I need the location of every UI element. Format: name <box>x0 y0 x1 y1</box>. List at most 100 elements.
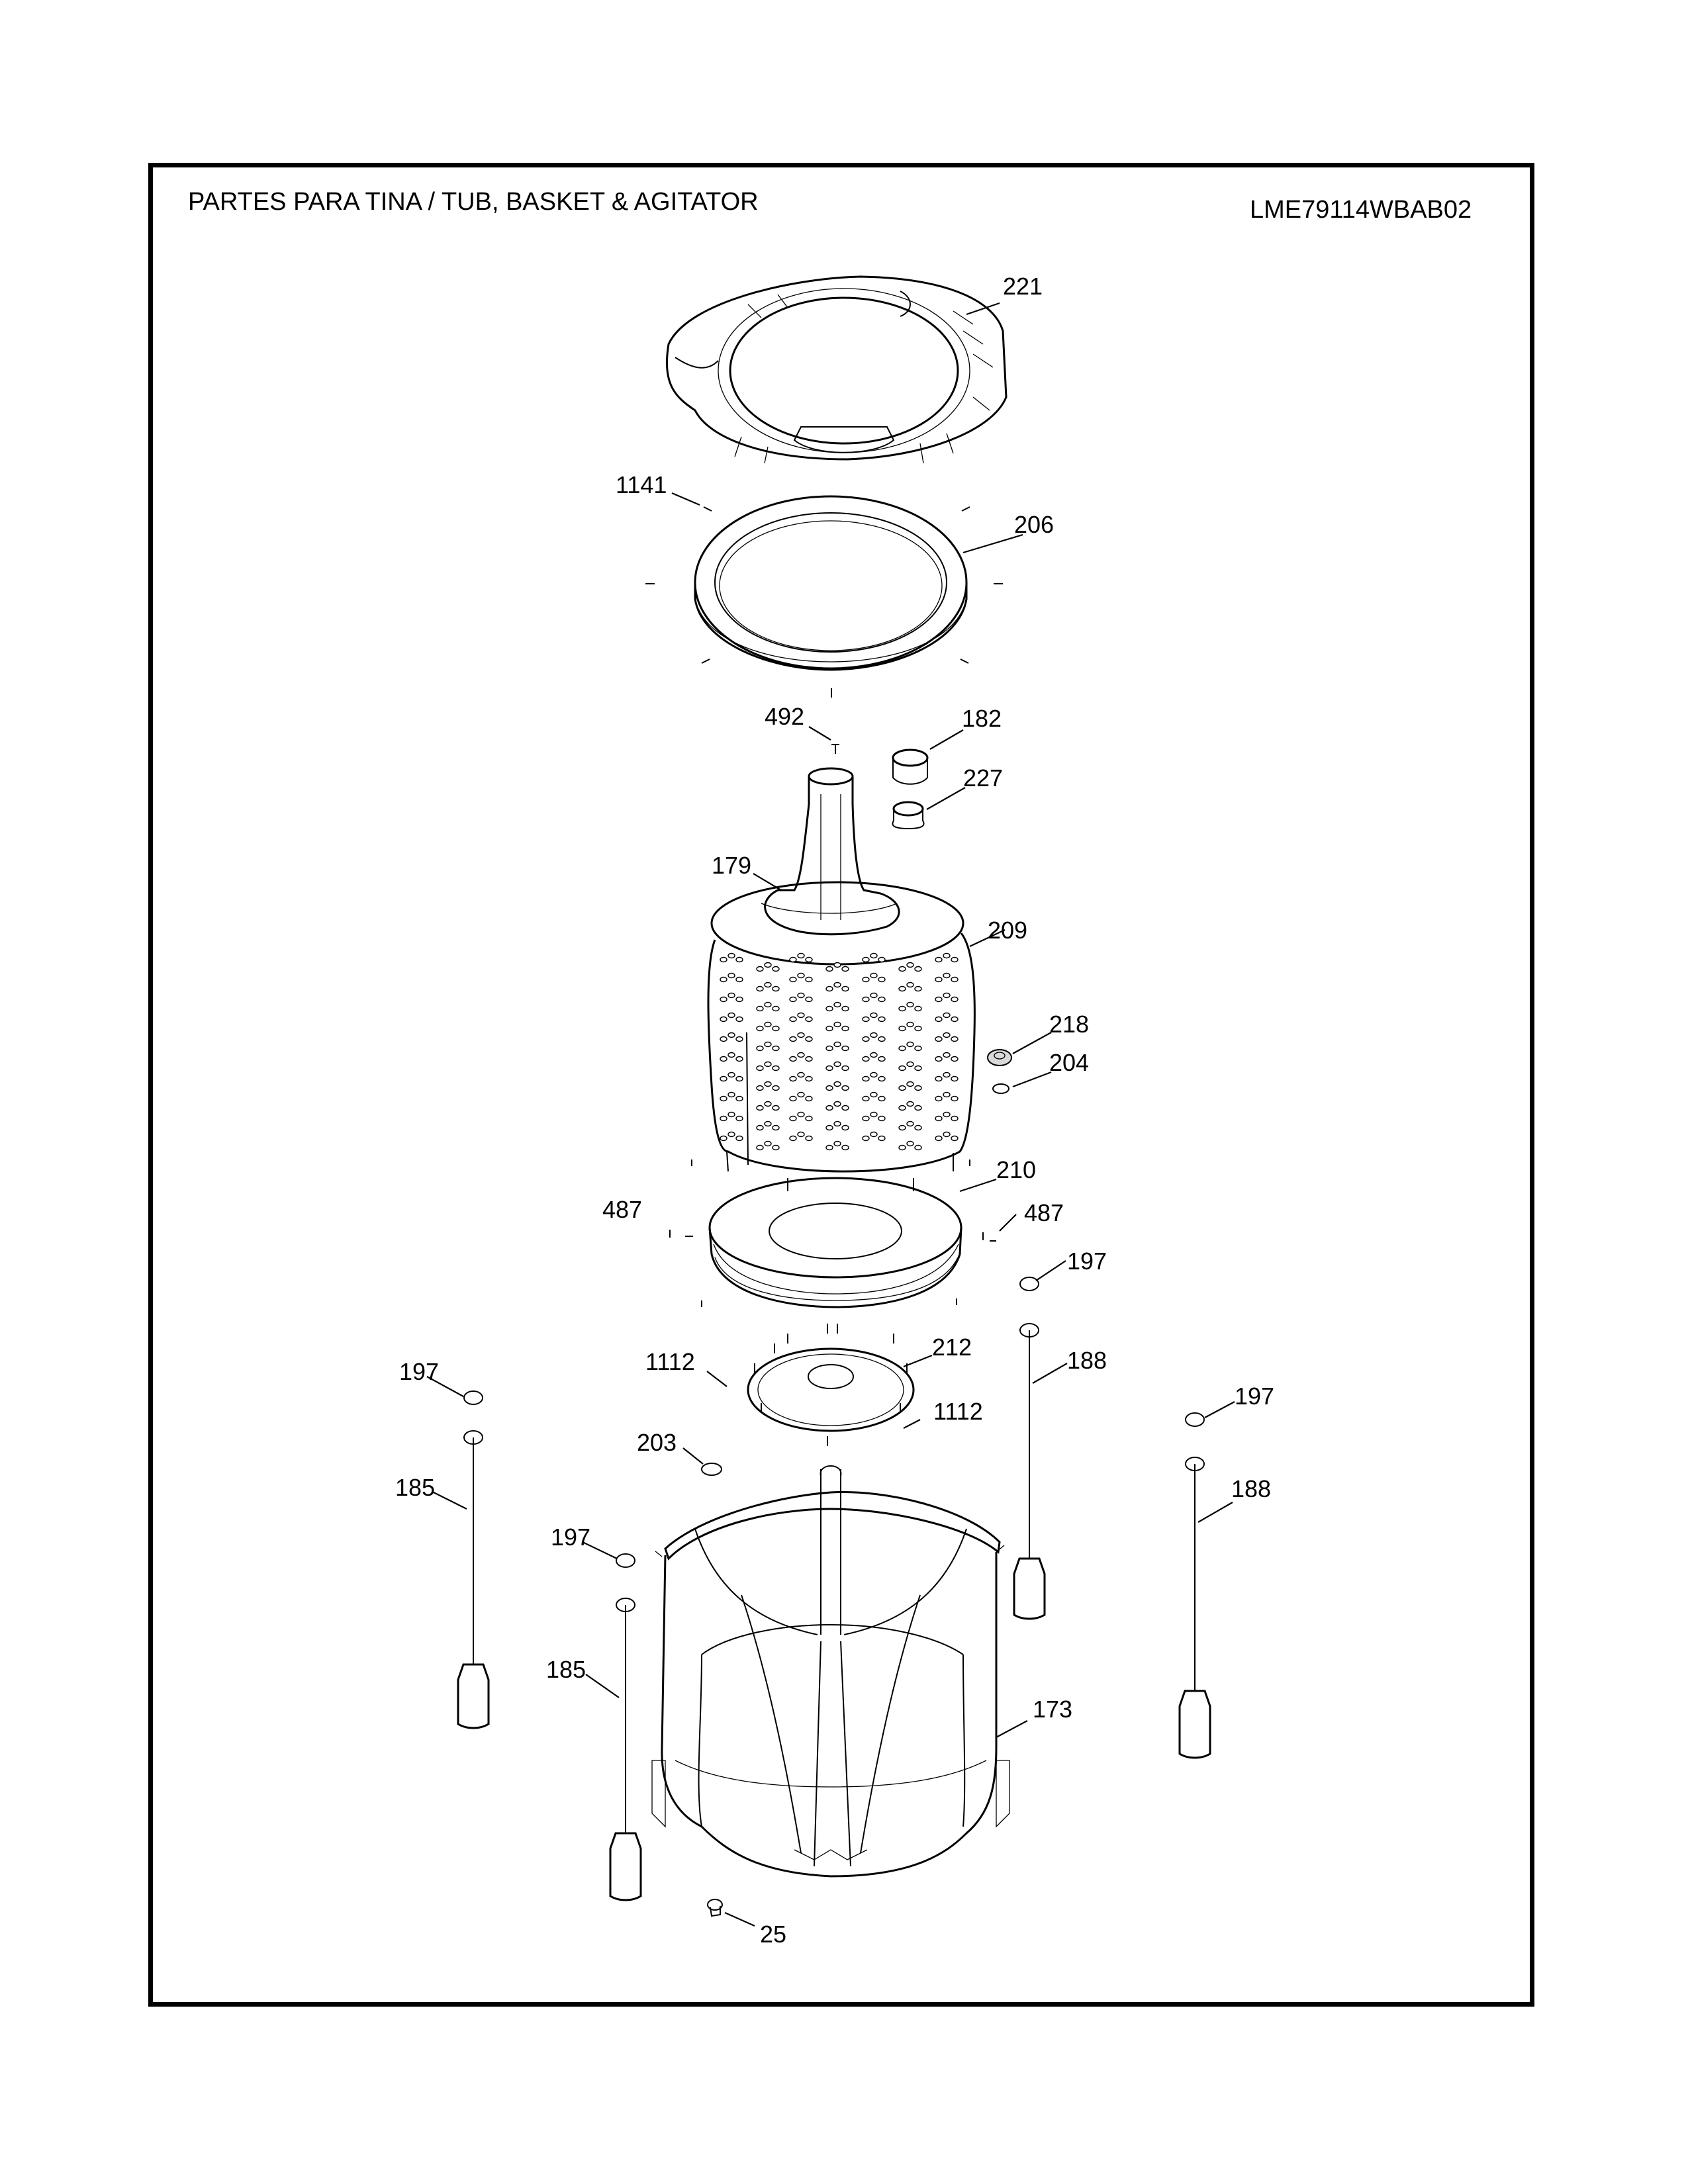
basket-perforation <box>772 966 780 972</box>
basket-perforation <box>772 1085 780 1091</box>
basket-perforation <box>862 1075 870 1082</box>
basket-perforation <box>789 976 797 983</box>
basket-perforation <box>764 1021 772 1028</box>
basket-perforation <box>764 1061 772 1068</box>
basket-perforation <box>789 1016 797 1023</box>
callout-197-left: 197 <box>399 1358 439 1385</box>
basket-perforation <box>756 985 764 992</box>
basket-perforation <box>720 1135 727 1142</box>
basket-perforation <box>727 1032 735 1038</box>
callout-185-inner: 185 <box>546 1656 586 1683</box>
basket-perforation <box>833 981 841 988</box>
basket-perforation <box>825 1065 833 1071</box>
basket-perforation <box>935 1016 943 1023</box>
basket-perforation <box>898 1025 906 1032</box>
basket-perforation <box>764 1120 772 1127</box>
basket-perforation <box>841 1124 849 1131</box>
basket-perforation <box>943 1131 951 1138</box>
basket-perforation <box>825 1124 833 1131</box>
basket-perforation <box>833 962 841 968</box>
basket-perforation <box>805 976 813 983</box>
balance-ring-part <box>694 495 968 671</box>
basket-perforation <box>764 1101 772 1107</box>
suspension-rod-185-left <box>457 1390 490 1729</box>
basket-perforation <box>951 996 959 1003</box>
basket-perforation <box>951 1075 959 1082</box>
nut-218 <box>987 1049 1012 1066</box>
basket-perforation <box>878 1056 886 1062</box>
basket-perforation <box>789 1036 797 1042</box>
callout-197-upper-right: 197 <box>1067 1248 1107 1275</box>
basket-perforation <box>870 972 878 979</box>
basket-perforation <box>935 1075 943 1082</box>
basket-perforation <box>756 1045 764 1052</box>
basket-perforation <box>764 1081 772 1087</box>
suspension-rod-188-right <box>1013 1277 1046 1620</box>
basket-perforation <box>727 972 735 979</box>
basket-perforation <box>862 1095 870 1102</box>
basket-perforation <box>841 1144 849 1151</box>
basket-perforation <box>797 972 805 979</box>
basket-perforation <box>862 1016 870 1023</box>
callout-221: 221 <box>1003 273 1043 300</box>
callout-173: 173 <box>1033 1696 1072 1723</box>
basket-perforation <box>841 1105 849 1111</box>
basket-perforation <box>797 1012 805 1019</box>
agitator-part <box>761 767 900 936</box>
basket-perforation <box>720 1115 727 1122</box>
basket-perforation <box>951 976 959 983</box>
fitting-25 <box>707 1899 723 1917</box>
basket-perforation <box>898 1005 906 1012</box>
callout-487-left: 487 <box>602 1196 642 1223</box>
basket-perforation <box>727 1091 735 1098</box>
basket-perforation <box>797 992 805 999</box>
basket-perforation <box>789 1115 797 1122</box>
basket-perforation <box>789 1075 797 1082</box>
callout-212: 212 <box>932 1334 972 1361</box>
basket-perforation <box>878 1115 886 1122</box>
basket-perforation <box>862 1115 870 1122</box>
basket-perforation <box>735 956 743 963</box>
basket-perforation <box>825 1045 833 1052</box>
basket-perforation <box>898 1045 906 1052</box>
basket-perforation <box>805 956 813 963</box>
callout-188-upper: 188 <box>1067 1347 1107 1374</box>
callout-203: 203 <box>637 1429 677 1456</box>
basket-perforation <box>943 1111 951 1118</box>
callout-1141: 1141 <box>616 471 667 498</box>
screw-487-left <box>669 1230 693 1238</box>
basket-perforation <box>943 1012 951 1019</box>
basket-perforation <box>735 976 743 983</box>
basket-perforation <box>906 1081 914 1087</box>
basket-perforation <box>720 1036 727 1042</box>
basket-perforation <box>772 1065 780 1071</box>
basket-perforation <box>878 956 886 963</box>
basket-perforation <box>906 962 914 968</box>
basket-perforation <box>935 976 943 983</box>
basket-perforation <box>833 1021 841 1028</box>
basket-perforation <box>951 1036 959 1042</box>
basket-perforation <box>862 996 870 1003</box>
basket-perforation <box>756 1025 764 1032</box>
basket-perforation <box>764 981 772 988</box>
basket-perforation <box>878 1095 886 1102</box>
basket-perforation <box>720 1056 727 1062</box>
basket-perforation <box>870 1071 878 1078</box>
basket-perforation <box>735 1056 743 1062</box>
callout-188-right: 188 <box>1231 1475 1271 1502</box>
basket-perforation <box>756 1085 764 1091</box>
basket-perforation <box>764 1140 772 1147</box>
basket-perforation <box>862 976 870 983</box>
basket-perforation <box>764 1001 772 1008</box>
callout-182: 182 <box>962 705 1002 732</box>
basket-perforation <box>906 1061 914 1068</box>
drawing-border <box>148 163 1534 2007</box>
basket-perforation <box>898 1085 906 1091</box>
basket-perforation <box>862 1135 870 1142</box>
basket-perforation <box>943 952 951 959</box>
basket-perforation <box>878 1036 886 1042</box>
basket-perforation <box>906 1101 914 1107</box>
basket-perforation <box>862 1036 870 1042</box>
basket-perforation <box>727 1071 735 1078</box>
callout-210: 210 <box>996 1156 1036 1183</box>
